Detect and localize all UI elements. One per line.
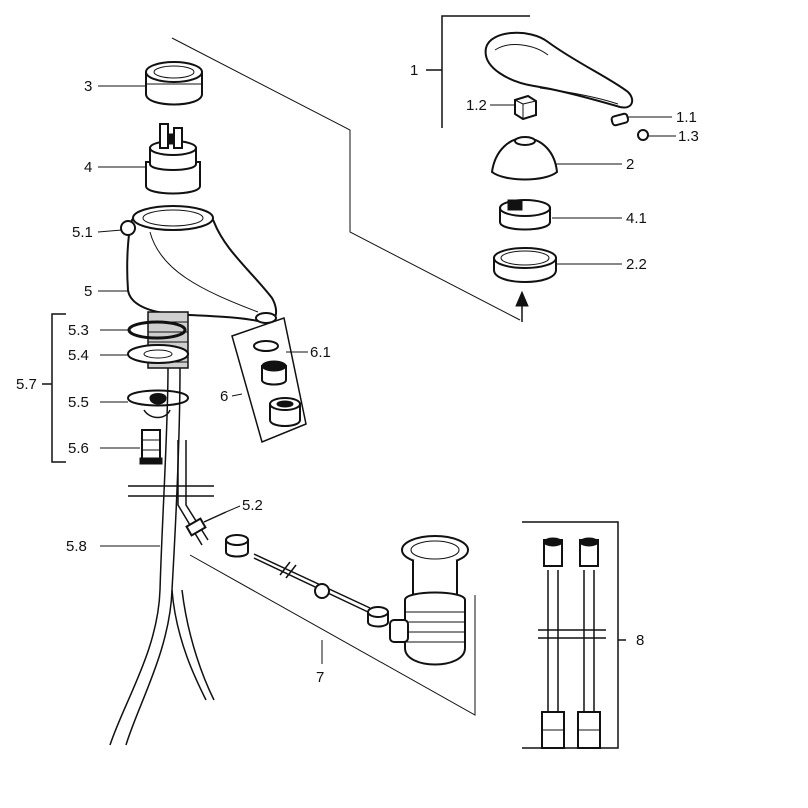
aerator-washer-part	[253, 340, 279, 352]
washer-part	[127, 344, 189, 364]
connection-hoses-part	[522, 521, 626, 749]
pivot-rod-part	[225, 534, 389, 628]
screw-cap-part	[637, 129, 649, 141]
label-5-3: 5.3	[68, 322, 89, 339]
fixing-bolt-part	[139, 429, 163, 465]
lever-handle-part	[484, 31, 634, 109]
lock-ring-part	[145, 61, 203, 106]
mixer-body-part	[120, 205, 278, 324]
label-8: 8	[636, 632, 644, 649]
label-5-7: 5.7	[16, 376, 37, 393]
label-5-6: 5.6	[68, 440, 89, 457]
label-2-2: 2.2	[626, 256, 647, 273]
label-6-1: 6.1	[310, 344, 331, 361]
label-4-1: 4.1	[626, 210, 647, 227]
label-5-1: 5.1	[72, 224, 93, 241]
assembly-guide-lines	[171, 37, 521, 716]
label-4: 4	[84, 159, 92, 176]
square-insert-part	[514, 94, 537, 121]
label-3: 3	[84, 78, 92, 95]
horseshoe-clamp-part	[126, 389, 190, 419]
label-5-4: 5.4	[68, 347, 89, 364]
cartridge-part	[145, 123, 201, 195]
aerator-group-box	[231, 317, 307, 444]
assembly-arrow	[515, 290, 529, 322]
dome-cover-part	[490, 136, 559, 181]
aerator-housing-part	[269, 397, 301, 427]
label-7: 7	[316, 669, 324, 686]
callout-labels: 1 1.2 1.1 1.3 2 4.1 2.2 3 4 5.1 5 5.3 5.…	[16, 62, 699, 686]
set-screw-part	[610, 112, 630, 127]
label-5-5: 5.5	[68, 394, 89, 411]
label-1-2: 1.2	[466, 97, 487, 114]
bracket-group-1	[426, 15, 530, 128]
flexible-hoses-part	[109, 367, 215, 746]
label-1: 1	[410, 62, 418, 79]
label-1-3: 1.3	[678, 128, 699, 145]
label-2: 2	[626, 156, 634, 173]
label-5-2: 5.2	[242, 497, 263, 514]
popup-waste-part	[389, 535, 469, 666]
label-5-8: 5.8	[66, 538, 87, 555]
rod-connector-part	[185, 511, 227, 537]
label-1-1: 1.1	[676, 109, 697, 126]
bracket-group-5-7	[42, 313, 66, 463]
label-6: 6	[220, 388, 228, 405]
leader-lines	[97, 85, 676, 664]
adapter-ring-part	[499, 199, 551, 231]
label-5: 5	[84, 283, 92, 300]
retaining-ring-part	[493, 247, 557, 283]
aerator-insert-part	[261, 360, 287, 386]
